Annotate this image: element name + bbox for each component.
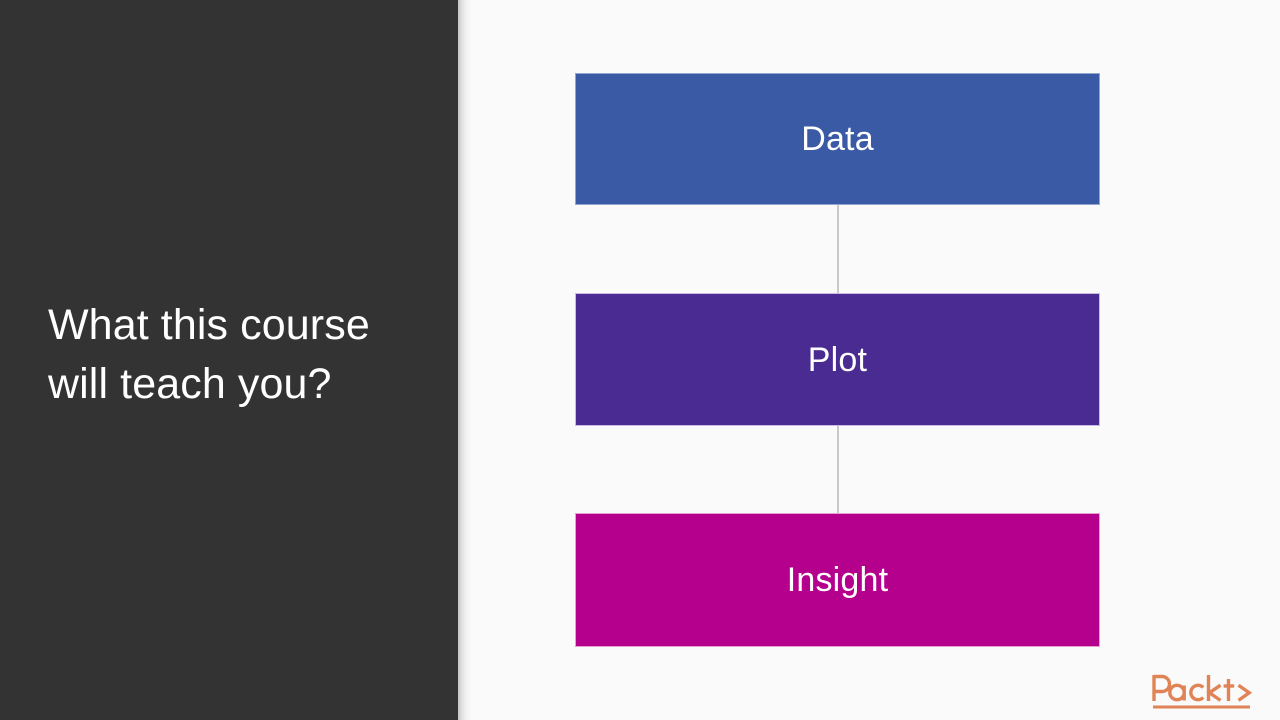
page-title: What this course will teach you? — [48, 301, 370, 409]
title-panel: What this course will teach you? — [0, 0, 458, 720]
flow-step-label: Insight — [786, 561, 889, 599]
flow-step-insight[interactable]: Insight — [575, 513, 1100, 647]
flow-step-data[interactable]: Data — [575, 73, 1100, 205]
flow-step-plot[interactable]: Plot — [575, 293, 1100, 426]
flow-connector-2 — [837, 426, 839, 513]
flow-diagram: Data Plot Insight — [458, 0, 1280, 720]
flow-connector-1 — [837, 205, 839, 293]
flow-step-label: Data — [801, 120, 874, 158]
flow-step-label: Plot — [807, 340, 868, 379]
packt-logo-icon — [1152, 674, 1253, 709]
packt-logo — [1150, 671, 1254, 711]
